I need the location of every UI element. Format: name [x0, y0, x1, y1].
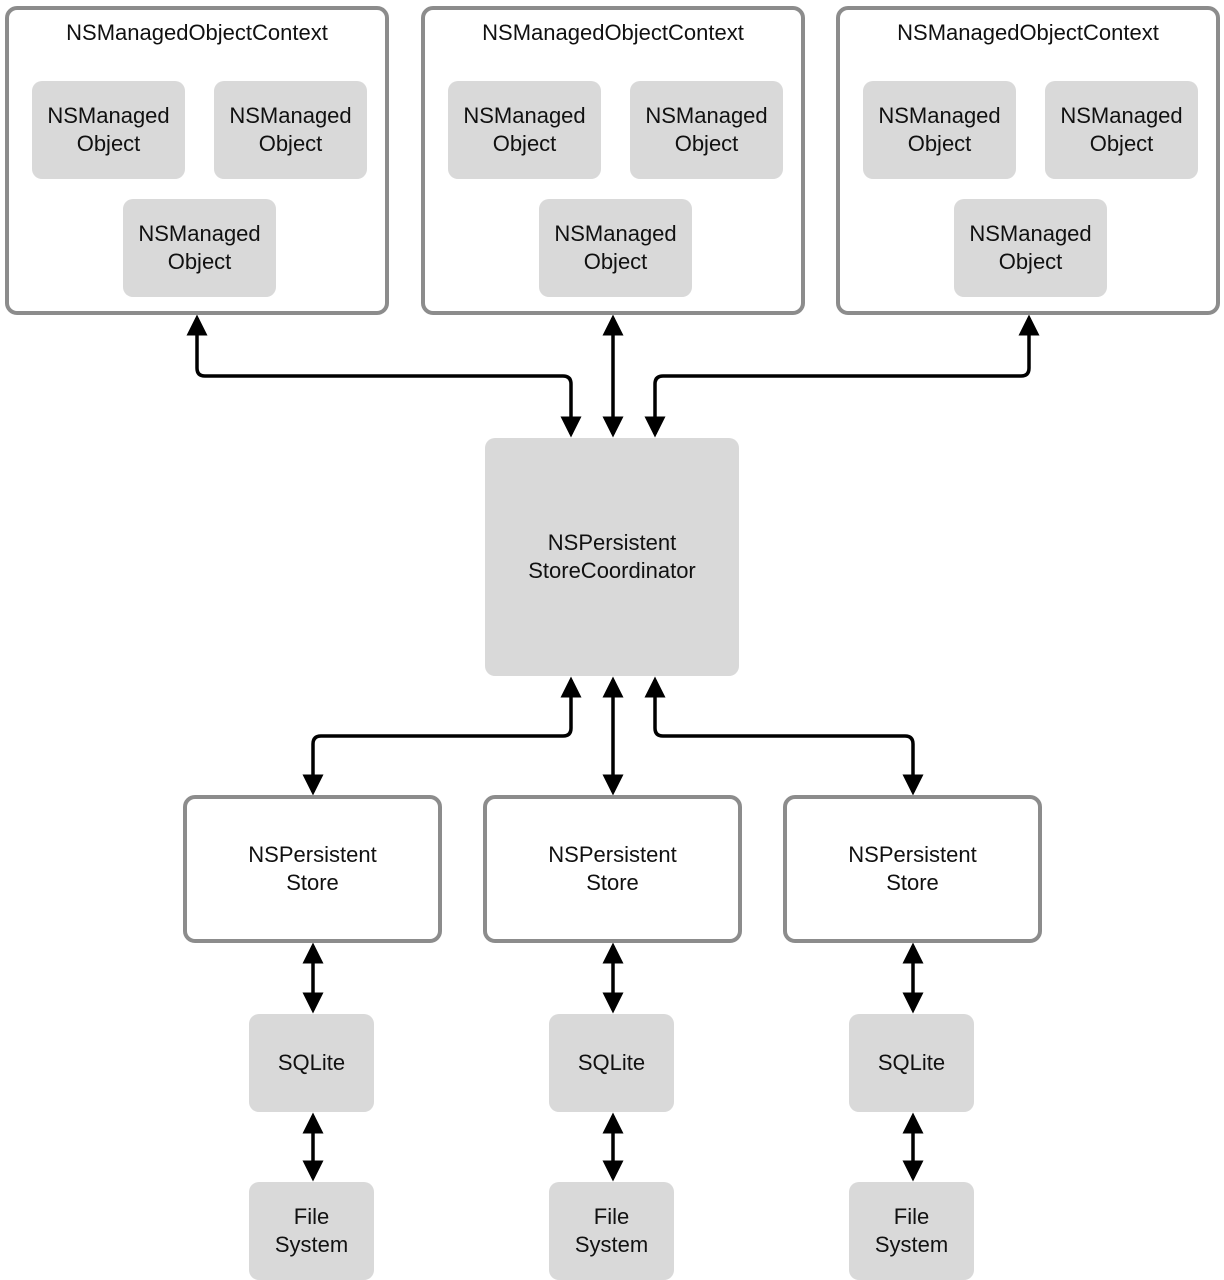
managed-object-label: NSManaged Object: [47, 103, 170, 156]
persistent-store-label: NSPersistent Store: [248, 842, 377, 895]
arrow-context1-coordinator: [186, 314, 582, 438]
persistent-store-3: NSPersistent Store: [783, 795, 1042, 943]
context-title: NSManagedObjectContext: [66, 20, 328, 45]
sqlite-label: SQLite: [877, 1050, 946, 1075]
managed-object-label: NSManaged Object: [878, 103, 1001, 156]
sqlite-backend-2: SQLite: [549, 1014, 674, 1112]
file-system-label: File System: [874, 1204, 949, 1257]
file-system-2: File System: [549, 1182, 674, 1280]
managed-object: NSManaged Object: [448, 81, 601, 179]
managed-object-label: NSManaged Object: [645, 103, 768, 156]
file-system-1: File System: [249, 1182, 374, 1280]
managed-object-context-1: NSManagedObjectContext NSManaged Object …: [5, 6, 389, 315]
persistent-store-2: NSPersistent Store: [483, 795, 742, 943]
managed-object-label: NSManaged Object: [554, 221, 677, 274]
managed-object: NSManaged Object: [863, 81, 1016, 179]
coordinator-label: NSPersistent StoreCoordinator: [528, 530, 696, 583]
arrow-coordinator-store1: [302, 676, 582, 796]
managed-object: NSManaged Object: [123, 199, 276, 297]
managed-object-label: NSManaged Object: [969, 221, 1092, 274]
file-system-label: File System: [574, 1204, 649, 1257]
managed-object: NSManaged Object: [539, 199, 692, 297]
managed-object-context-3: NSManagedObjectContext NSManaged Object …: [836, 6, 1220, 315]
managed-object: NSManaged Object: [954, 199, 1107, 297]
persistent-store-label: NSPersistent Store: [848, 842, 977, 895]
file-system-3: File System: [849, 1182, 974, 1280]
managed-object: NSManaged Object: [630, 81, 783, 179]
sqlite-backend-1: SQLite: [249, 1014, 374, 1112]
sqlite-label: SQLite: [577, 1050, 646, 1075]
managed-object-label: NSManaged Object: [463, 103, 586, 156]
managed-object: NSManaged Object: [32, 81, 185, 179]
persistent-store-coordinator: NSPersistent StoreCoordinator: [485, 438, 739, 676]
sqlite-label: SQLite: [277, 1050, 346, 1075]
managed-object: NSManaged Object: [1045, 81, 1198, 179]
persistent-store-label: NSPersistent Store: [548, 842, 677, 895]
arrow-context3-coordinator: [644, 314, 1040, 438]
sqlite-backend-3: SQLite: [849, 1014, 974, 1112]
managed-object-context-2: NSManagedObjectContext NSManaged Object …: [421, 6, 805, 315]
arrow-coordinator-store3: [644, 676, 924, 796]
managed-object-label: NSManaged Object: [1060, 103, 1183, 156]
context-title: NSManagedObjectContext: [482, 20, 744, 45]
managed-object-label: NSManaged Object: [229, 103, 352, 156]
context-title: NSManagedObjectContext: [897, 20, 1159, 45]
managed-object: NSManaged Object: [214, 81, 367, 179]
managed-object-label: NSManaged Object: [138, 221, 261, 274]
persistent-store-1: NSPersistent Store: [183, 795, 442, 943]
file-system-label: File System: [274, 1204, 349, 1257]
